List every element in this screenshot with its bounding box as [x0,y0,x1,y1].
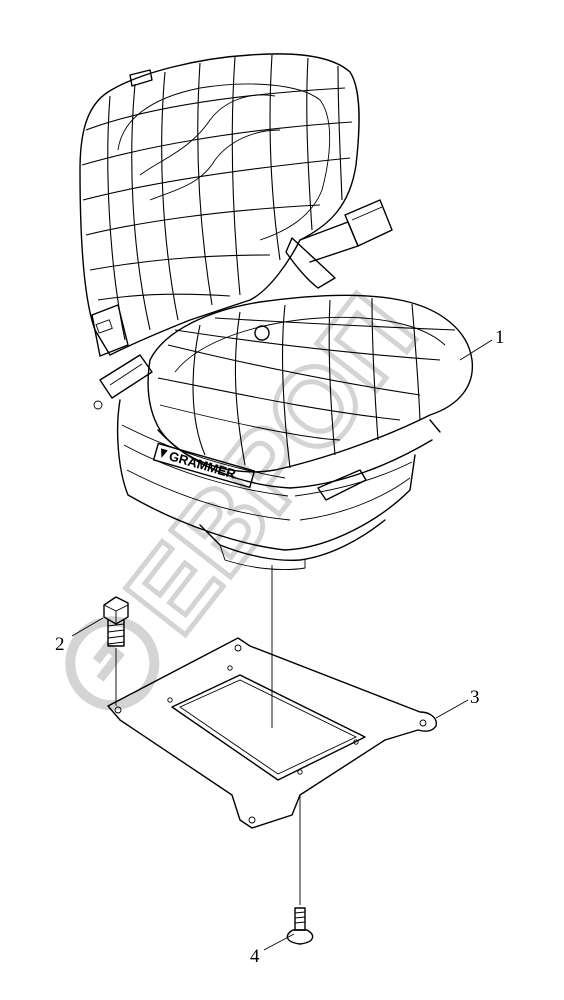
callout-label-3: 3 [470,687,480,708]
adjustment-lever [317,469,367,501]
bolt-drawing [103,596,129,647]
seat-drawing: GRAMMER [79,53,474,570]
watermark: ЕВРОП [65,270,442,711]
callout-label-1: 1 [495,327,505,348]
mounting-plate-drawing [107,637,437,829]
watermark-logo-icon [65,616,160,711]
belt-buckle-left [99,354,153,399]
callout-label-2: 2 [55,634,65,655]
cushion-pattern [157,297,456,469]
backrest-pattern [81,54,353,341]
callout-label-4: 4 [250,946,260,967]
belt-buckle-right [344,199,393,247]
suspension-base [116,399,416,551]
backrest-outline [79,53,360,356]
brand-logo-icon [161,448,168,458]
callout-3: 3 [435,687,480,719]
callout-1: 1 [459,327,505,361]
side-control [91,304,129,357]
screw-drawing [286,907,314,945]
callout-2: 2 [55,617,104,655]
callout-4: 4 [250,933,295,967]
watermark-text: ЕВРОП [103,273,440,656]
assembly-lines [115,565,301,905]
